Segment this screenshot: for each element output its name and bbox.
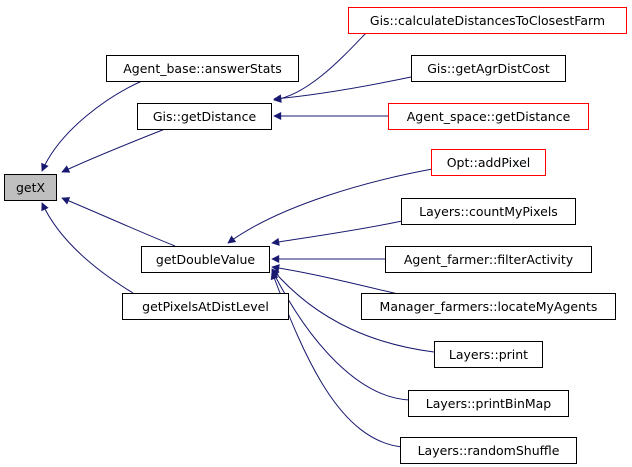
node-box-randomShuffle [400, 437, 577, 464]
node-box-printBinMap [408, 390, 569, 417]
edge-countMyPixels-to-getDoubleValue [271, 220, 403, 246]
node-box-getDistance [137, 103, 272, 130]
node-box-getAgrDistCost [411, 55, 566, 82]
node-getAgrDistCost[interactable]: Gis::getAgrDistCost [411, 55, 566, 82]
node-locateMyAgents[interactable]: Manager_farmers::locateMyAgents [361, 293, 616, 320]
edge-addPixel-to-getDoubleValue [227, 167, 439, 244]
edge-getDistance-to-getX [61, 128, 166, 173]
node-randomShuffle[interactable]: Layers::randomShuffle [400, 437, 577, 464]
node-filterActivity[interactable]: Agent_farmer::filterActivity [385, 246, 592, 273]
node-label-countMyPixels: Layers::countMyPixels [419, 204, 558, 219]
node-box-filterActivity [385, 246, 592, 273]
node-box-answerStats [106, 55, 299, 82]
node-label-getX: getX [16, 180, 46, 195]
node-label-randomShuffle: Layers::randomShuffle [418, 443, 560, 458]
node-countMyPixels[interactable]: Layers::countMyPixels [401, 198, 576, 225]
node-box-print [434, 341, 543, 368]
node-getDoubleValue[interactable]: getDoubleValue [141, 246, 270, 273]
nodes-layer: getX Agent_base::answerStatsGis::getDista… [4, 7, 627, 464]
node-box-locateMyAgents [361, 293, 616, 320]
node-answerStats[interactable]: Agent_base::answerStats [106, 55, 299, 82]
edge-getAgrDistCost-to-getDistance [273, 76, 412, 103]
edge-getPixelsAtDistLevel-to-getX [41, 202, 134, 294]
node-label-getAgrDistCost: Gis::getAgrDistCost [427, 61, 550, 76]
node-calcDist[interactable]: Gis::calculateDistancesToClosestFarm [348, 7, 627, 34]
edge-locateMyAgents-to-getDoubleValue [271, 264, 403, 296]
node-box-getDoubleValue [141, 246, 270, 273]
node-box-getPixelsAtDistLevel [122, 293, 289, 320]
node-label-locateMyAgents: Manager_farmers::locateMyAgents [380, 299, 598, 314]
node-printBinMap[interactable]: Layers::printBinMap [408, 390, 569, 417]
node-box-countMyPixels [401, 198, 576, 225]
node-addPixel[interactable]: Opt::addPixel [431, 149, 546, 176]
node-getPixelsAtDistLevel[interactable]: getPixelsAtDistLevel [122, 293, 289, 320]
edge-calcDist-to-getDistance [273, 32, 367, 103]
edge-answerStats-to-getX [41, 80, 143, 172]
node-label-printBinMap: Layers::printBinMap [426, 396, 552, 411]
node-box-addPixel [431, 149, 546, 176]
node-getDistance[interactable]: Gis::getDistance [137, 103, 272, 130]
node-getX: getX [4, 174, 57, 201]
node-agentSpaceGetDistance[interactable]: Agent_space::getDistance [388, 103, 589, 130]
node-label-answerStats: Agent_base::answerStats [123, 61, 282, 76]
edge-print-to-getDoubleValue [271, 268, 435, 353]
node-label-filterActivity: Agent_farmer::filterActivity [404, 252, 574, 267]
node-box-getX [4, 174, 57, 201]
edge-getDoubleValue-to-getX [61, 197, 176, 247]
node-label-getPixelsAtDistLevel: getPixelsAtDistLevel [142, 299, 269, 314]
edge-printBinMap-to-getDoubleValue [271, 269, 411, 401]
node-box-calcDist [348, 7, 627, 34]
edges-layer [41, 32, 439, 448]
node-print[interactable]: Layers::print [434, 341, 543, 368]
node-label-calcDist: Gis::calculateDistancesToClosestFarm [370, 13, 605, 28]
node-label-getDistance: Gis::getDistance [153, 109, 257, 124]
node-box-agentSpaceGetDistance [388, 103, 589, 130]
node-label-addPixel: Opt::addPixel [447, 155, 531, 170]
node-label-getDoubleValue: getDoubleValue [156, 252, 255, 267]
node-label-print: Layers::print [449, 347, 528, 362]
node-label-agentSpaceGetDistance: Agent_space::getDistance [407, 109, 571, 124]
